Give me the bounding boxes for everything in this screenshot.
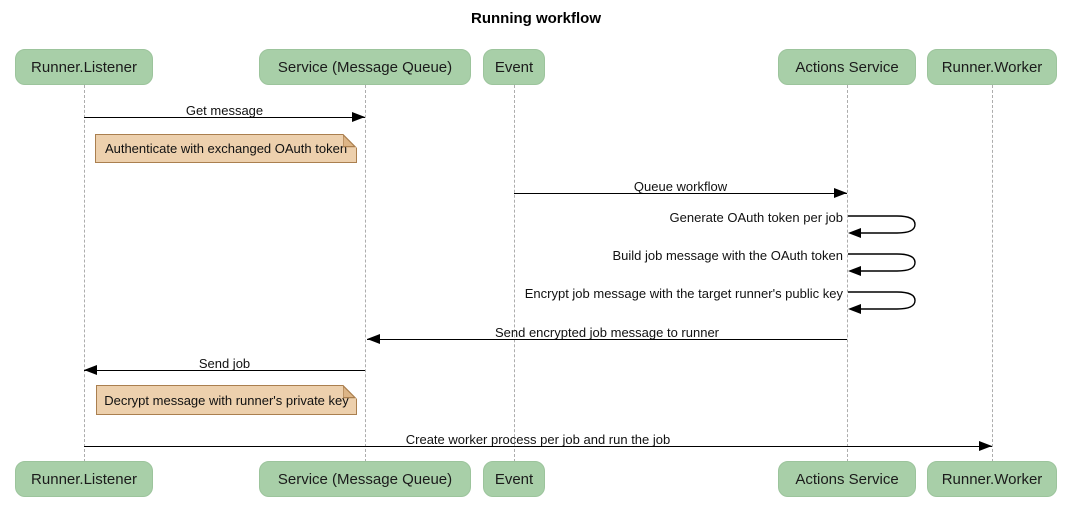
note-authenticate: Authenticate with exchanged OAuth token bbox=[95, 133, 358, 163]
actor-runner-worker-bottom: Runner.Worker bbox=[927, 461, 1057, 497]
message-arrow-send-encrypted bbox=[367, 334, 847, 344]
message-label-create-worker: Create worker process per job and run th… bbox=[405, 432, 671, 447]
lifeline-actions-service bbox=[847, 85, 848, 462]
actor-event-bottom: Event bbox=[483, 461, 545, 497]
actor-service-message-queue-bottom: Service (Message Queue) bbox=[259, 461, 471, 497]
note-fold-icon bbox=[343, 384, 358, 399]
actor-actions-service-top: Actions Service bbox=[778, 49, 916, 85]
actor-runner-listener-bottom: Runner.Listener bbox=[15, 461, 153, 497]
message-label-encrypt-job-message: Encrypt job message with the target runn… bbox=[524, 286, 843, 301]
message-arrow-queue-workflow bbox=[514, 188, 847, 198]
note-fold-icon bbox=[343, 133, 358, 148]
note-decrypt: Decrypt message with runner's private ke… bbox=[96, 384, 358, 415]
note-text: Decrypt message with runner's private ke… bbox=[104, 392, 349, 408]
diagram-title: Running workflow bbox=[471, 10, 601, 27]
self-message-loop bbox=[848, 291, 916, 314]
actor-runner-worker-top: Runner.Worker bbox=[927, 49, 1057, 85]
actor-event-top: Event bbox=[483, 49, 545, 85]
message-label-send-job: Send job bbox=[198, 356, 251, 371]
actor-service-message-queue-top: Service (Message Queue) bbox=[259, 49, 471, 85]
message-arrow-get-message bbox=[84, 112, 365, 122]
lifeline-event bbox=[514, 85, 515, 462]
message-label-get-message: Get message bbox=[185, 103, 264, 118]
lifeline-runner-worker bbox=[992, 85, 993, 462]
note-text: Authenticate with exchanged OAuth token bbox=[104, 141, 348, 156]
self-message-loop bbox=[848, 253, 916, 276]
message-label-send-encrypted: Send encrypted job message to runner bbox=[494, 325, 720, 340]
actor-runner-listener-top: Runner.Listener bbox=[15, 49, 153, 85]
message-label-generate-oauth: Generate OAuth token per job bbox=[669, 210, 843, 225]
message-arrow-send-job bbox=[84, 365, 365, 375]
self-message-loop bbox=[848, 215, 916, 238]
message-label-queue-workflow: Queue workflow bbox=[633, 179, 728, 194]
lifeline-service-message-queue bbox=[365, 85, 366, 462]
message-arrow-create-worker bbox=[84, 441, 992, 451]
actor-actions-service-bottom: Actions Service bbox=[778, 461, 916, 497]
lifeline-runner-listener bbox=[84, 85, 85, 462]
message-label-build-job-message: Build job message with the OAuth token bbox=[612, 248, 843, 263]
